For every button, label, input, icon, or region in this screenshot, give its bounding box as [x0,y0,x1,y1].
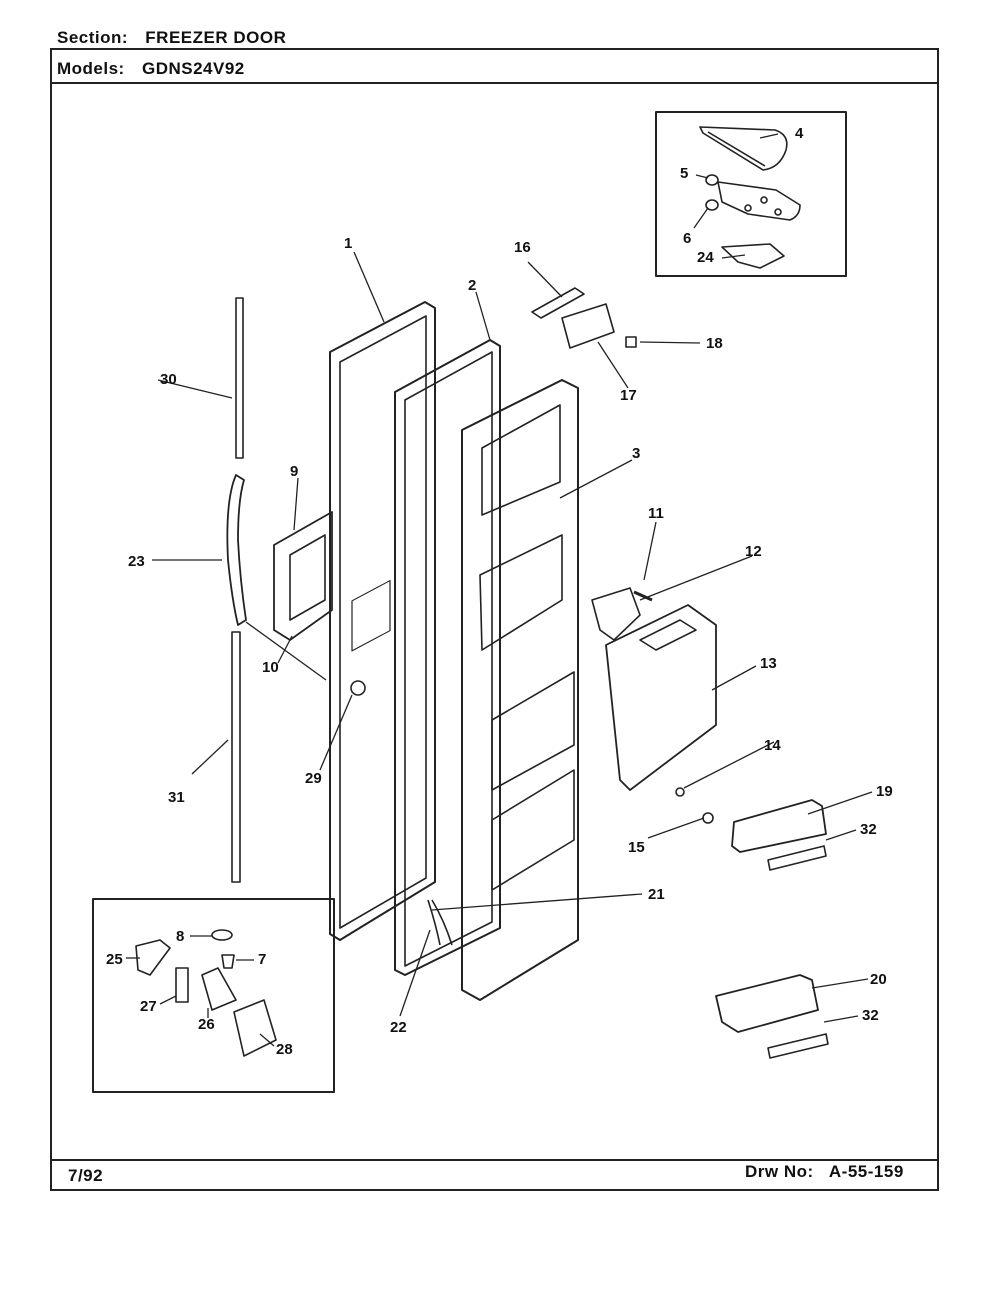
part-25-hinge [135,939,171,976]
callout-5: 5 [680,165,688,182]
part-13-opening [639,619,697,651]
callout-12: 12 [745,543,762,560]
callout-26: 26 [198,1016,215,1033]
hinge-hole [744,204,752,212]
part-18-screw [625,336,637,348]
part-19-door-bin [731,799,827,853]
part-11-spring [633,590,653,602]
part-13-dispenser-housing [605,604,717,791]
part-20-door-bin [715,974,819,1033]
part-5-hinge-plate [717,181,801,221]
models-header: Models: GDNS24V92 [57,59,245,79]
callout-30: 30 [160,371,177,388]
section-label: Section: [57,28,129,47]
callout-9: 9 [290,463,298,480]
drawing-date: 7/92 [68,1166,104,1185]
callout-20: 20 [870,971,887,988]
callout-25: 25 [106,951,123,968]
part-9-frame-inner [289,534,326,621]
section-header: Section: FREEZER DOOR [57,28,286,48]
callout-3: 3 [632,445,640,462]
callout-17: 17 [620,387,637,404]
top-hinge-detail-box [655,111,847,277]
callout-6: 6 [683,230,691,247]
callout-16: 16 [514,239,531,256]
part-12-chute [591,587,641,641]
part-29-plug [350,680,366,696]
hinge-hole [760,196,768,204]
callout-1: 1 [344,235,352,252]
liner-shelf-upper [481,404,561,516]
drawing-number-block: Drw No: A-55-159 [745,1162,904,1182]
callout-14: 14 [764,737,781,754]
callout-8: 8 [176,928,184,945]
callout-22: 22 [390,1019,407,1036]
part-3-door-liner [461,379,579,1001]
part-2-gasket [394,339,501,976]
part-7-bushing [221,954,235,969]
callout-21: 21 [648,886,665,903]
callout-23: 23 [128,553,145,570]
part-26-bracket [201,967,237,1011]
header-divider [50,82,939,84]
part-2-gasket-inner [404,351,493,967]
models-value: GDNS24V92 [141,59,245,78]
drawing-number: A-55-159 [828,1162,904,1181]
part-8-washer [211,929,233,941]
part-28-hinge-cover [233,999,277,1057]
callout-15: 15 [628,839,645,856]
liner-shelf-mid [479,534,563,651]
drawing-frame [50,48,939,1191]
part-30-trim-upper [235,297,244,459]
liner-shelf-bottom [491,769,575,891]
part-6-washer [705,199,719,211]
callout-32: 32 [860,821,877,838]
part-15-screw [702,812,714,824]
part-31-trim-lower [231,631,241,883]
callout-13: 13 [760,655,777,672]
callout-10: 10 [262,659,279,676]
part-4-edge [707,131,766,167]
part-1-window [351,579,391,652]
hinge-hole [774,208,782,216]
part-9-dispenser-frame [273,511,333,641]
part-24-shim [721,243,785,269]
callout-24: 24 [697,249,714,266]
part-17-bracket [561,303,615,349]
callout-29: 29 [305,770,322,787]
part-1-inner-flange [339,315,427,929]
part-14-washer [675,787,685,797]
part-22-wire [427,899,441,946]
callout-31: 31 [168,789,185,806]
callout-7: 7 [258,951,266,968]
models-label: Models: [57,59,125,78]
liner-shelf-lower [491,671,575,791]
footer-divider [50,1159,939,1161]
callout-19: 19 [876,783,893,800]
drawing-number-label: Drw No: [745,1162,814,1181]
callout-28: 28 [276,1041,293,1058]
callout-2: 2 [468,277,476,294]
callout-11: 11 [648,505,664,522]
section-value: FREEZER DOOR [145,28,287,47]
part-21-wire [431,899,453,946]
part-23-handle [226,474,247,626]
part-5-pin [705,174,719,186]
callout-18: 18 [706,335,723,352]
callout-27: 27 [140,998,157,1015]
part-1-door-panel [329,301,436,941]
part-32-label-upper [767,845,827,871]
part-4-hinge-cover [699,126,788,171]
callout-4: 4 [795,125,804,142]
part-27-spacer [175,967,189,1003]
part-32-label-lower [767,1033,829,1059]
callout-32b: 32 [862,1007,879,1024]
bottom-hinge-detail-box [92,898,335,1093]
